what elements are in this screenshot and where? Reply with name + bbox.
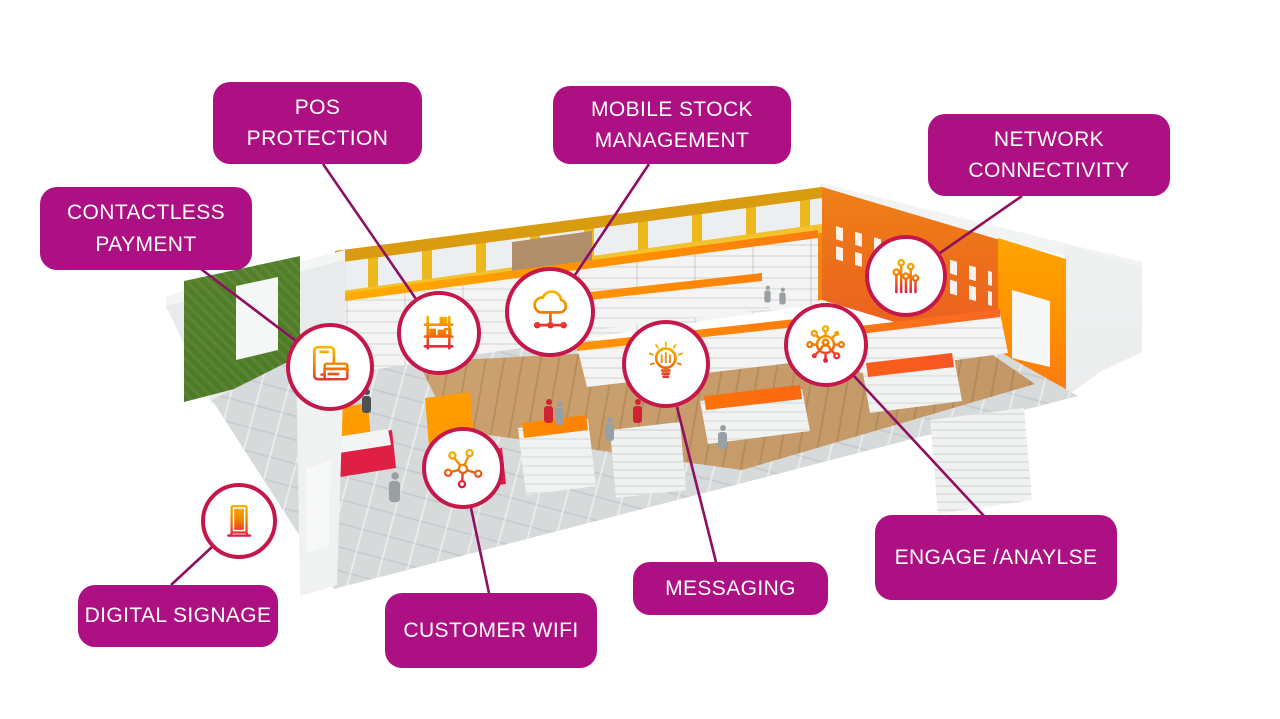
cloud-network-icon	[532, 289, 567, 328]
callout-text: MANAGEMENT	[594, 129, 750, 152]
network-hub-icon	[443, 448, 483, 489]
callout-network-connectivity: NETWORK CONNECTIVITY	[928, 114, 1170, 196]
connector-network	[939, 194, 1023, 255]
signage-kiosk-icon	[226, 504, 252, 537]
callout-mobile-stock-management: MOBILE STOCK MANAGEMENT	[553, 86, 791, 164]
callout-contactless-payment: CONTACTLESS PAYMENT	[40, 187, 252, 270]
person-network-icon	[806, 325, 846, 364]
connector-messaging	[675, 406, 718, 563]
network-connectivity-marker	[865, 235, 947, 317]
callout-customer-wifi: CUSTOMER WIFI	[385, 593, 597, 668]
person-figure	[764, 285, 771, 303]
callout-text: MOBILE STOCK	[591, 97, 753, 121]
callout-text: CONNECTIVITY	[968, 159, 1130, 182]
engage-analyse-marker	[784, 303, 868, 387]
callout-pos-protection: POS PROTECTION	[213, 82, 422, 164]
digital-signage-marker	[201, 483, 277, 559]
callout-text: ENGAGE /ANAYLSE	[894, 545, 1098, 569]
person-figure	[605, 417, 614, 441]
connector-contactless-payment	[196, 264, 297, 343]
person-figure	[362, 389, 371, 413]
person-figure	[544, 399, 553, 423]
connector-mobile-stock	[573, 163, 651, 276]
callout-digital-signage: DIGITAL SIGNAGE	[78, 585, 278, 647]
contactless-payment-marker	[286, 323, 374, 411]
messaging-marker	[622, 320, 710, 408]
customer-wifi-marker	[422, 427, 504, 509]
person-figure	[633, 399, 642, 423]
connector-customer-wifi	[469, 507, 491, 594]
connector-pos-protection	[321, 163, 418, 300]
lightbulb-icon	[649, 341, 683, 379]
callout-text: POS	[294, 95, 341, 119]
mobile-stock-marker	[505, 267, 595, 357]
connector-digital-signage	[170, 546, 213, 586]
callout-engage-analyse: ENGAGE /ANAYLSE	[875, 515, 1117, 600]
callout-text: MESSAGING	[665, 576, 796, 600]
person-figure	[388, 472, 401, 503]
circuit-traces-icon	[892, 258, 920, 294]
shelf-rack-icon	[423, 316, 455, 350]
person-figure	[555, 401, 564, 425]
person-figure	[779, 287, 786, 305]
callout-text: DIGITAL SIGNAGE	[84, 604, 272, 628]
connector-engage-analyse	[853, 375, 985, 517]
phone-card-icon	[313, 346, 349, 381]
callout-messaging: MESSAGING	[633, 562, 828, 615]
callout-text: CUSTOMER WIFI	[403, 618, 579, 642]
pos-protection-marker	[397, 291, 481, 375]
callout-text: PROTECTION	[246, 127, 389, 150]
callout-text: NETWORK	[993, 127, 1105, 151]
person-figure	[718, 425, 727, 449]
callout-text: CONTACTLESS	[66, 201, 226, 224]
callout-text: PAYMENT	[95, 232, 197, 256]
